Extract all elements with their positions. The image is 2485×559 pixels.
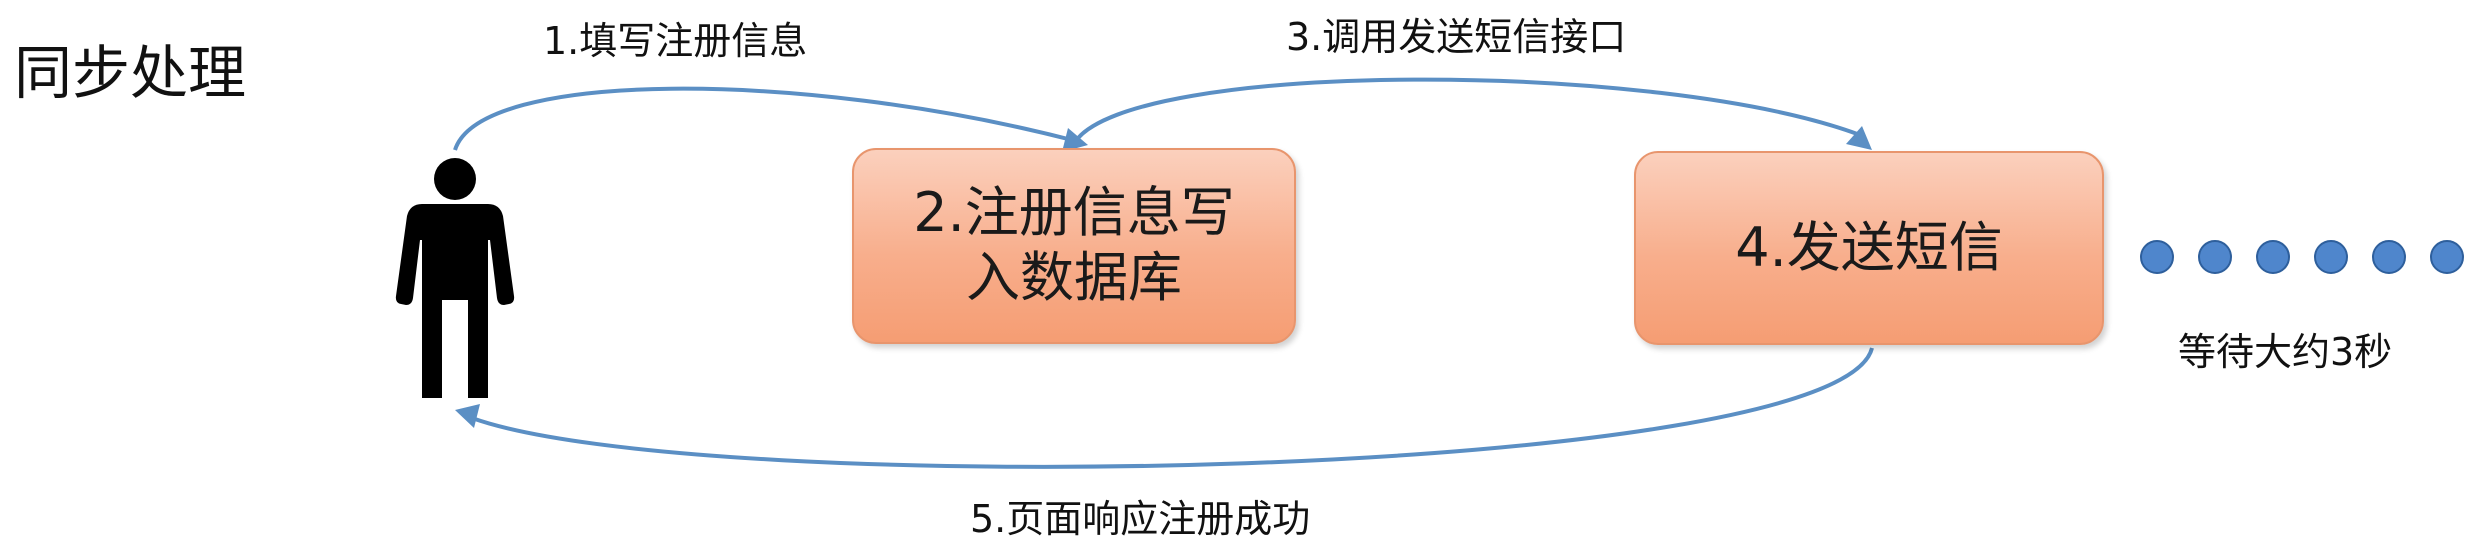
box-step2-line1: 2.注册信息写 [913, 181, 1235, 245]
arrowhead-step5 [455, 404, 480, 428]
arrow-step3 [1073, 77, 1861, 144]
diagram-title: 同步处理 [14, 39, 247, 107]
wait-dot [2372, 240, 2406, 274]
box-step2-line2: 入数据库 [966, 246, 1182, 309]
wait-dot [2314, 240, 2348, 274]
box-step4-label: 4.发送短信 [1735, 215, 2003, 279]
wait-dot [2430, 240, 2464, 274]
arrowhead-step3 [1846, 126, 1872, 150]
person-icon [395, 158, 515, 398]
arrow-step5 [471, 347, 1874, 469]
wait-dot [2198, 240, 2232, 274]
waiting-dots [2140, 240, 2464, 274]
label-step1: 1.填写注册信息 [543, 19, 808, 63]
wait-dot [2256, 240, 2290, 274]
wait-dot [2140, 240, 2174, 274]
label-step5: 5.页面响应注册成功 [970, 497, 1311, 541]
arrow-step1 [453, 86, 1073, 151]
box-step4: 4.发送短信 [1634, 151, 2104, 345]
wait-note: 等待大约3秒 [2178, 330, 2393, 374]
box-step2: 2.注册信息写 入数据库 [852, 148, 1296, 344]
box-step2-text: 2.注册信息写 入数据库 [913, 181, 1235, 311]
label-step3: 3.调用发送短信接口 [1286, 15, 1627, 59]
